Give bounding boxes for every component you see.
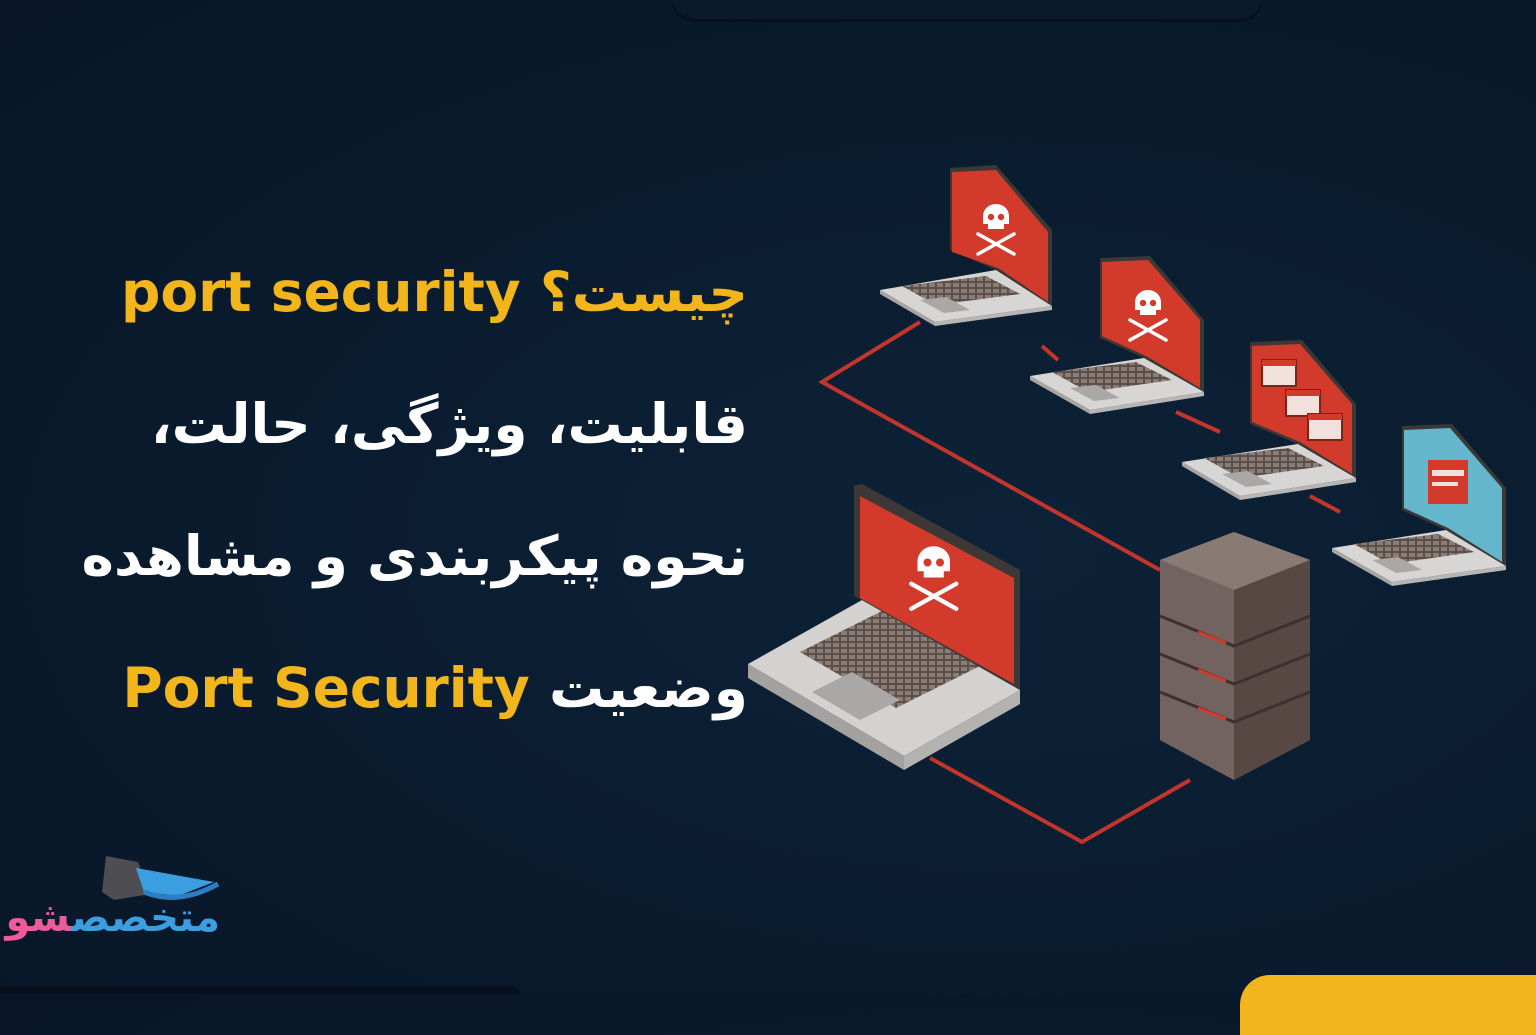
laptop-icon: [1030, 256, 1204, 414]
title-line-3: نحوه پیکربندی و مشاهده: [81, 524, 749, 588]
laptop-icon: [1182, 340, 1356, 500]
laptop-icon: [1332, 424, 1506, 586]
network-illustration: [748, 165, 1506, 845]
title-line-1-term: port security: [121, 260, 521, 324]
title-line-1-question: چیست؟: [539, 260, 748, 324]
logo-text-main: متخصص: [71, 895, 220, 941]
title-line-1: چیست؟ port security: [8, 262, 748, 322]
title-line-4-term: Port Security: [122, 656, 530, 720]
title-line-4-word: وضعیت: [548, 656, 748, 720]
graduation-cap-icon: [102, 856, 150, 900]
bottom-yellow-accent: [1240, 975, 1536, 1035]
title-line-2: قابلیت، ویژگی، حالت،: [150, 392, 748, 456]
laptop-icon: [748, 484, 1020, 770]
warning-window-icon: [1261, 359, 1343, 441]
site-logo-text: متخصصشو: [5, 890, 220, 950]
site-logo: [102, 856, 220, 900]
laptop-icon: [880, 165, 1052, 326]
logo-text-accent: شو: [5, 895, 72, 941]
top-decor-tab: [672, 0, 1262, 22]
page-title: چیست؟ port security قابلیت، ویژگی، حالت،…: [8, 262, 749, 718]
title-line-4: وضعیت Port Security: [8, 658, 748, 718]
bottom-decor-strip: [0, 986, 520, 994]
warning-window-icon: [1428, 460, 1468, 504]
network-cables: [818, 320, 1341, 845]
server-icon: [1159, 532, 1311, 780]
